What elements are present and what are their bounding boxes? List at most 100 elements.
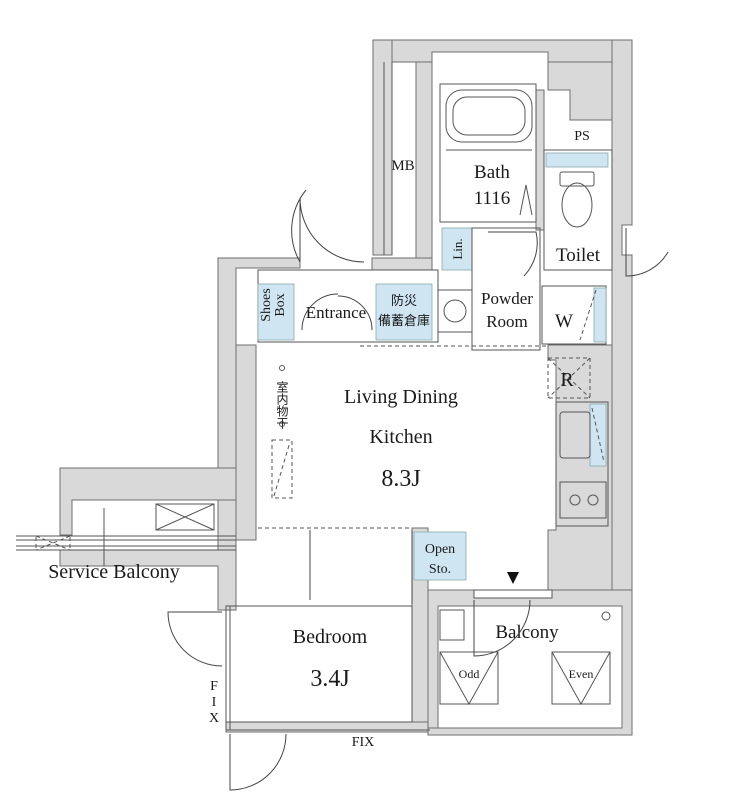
wall-service-balcony — [59, 467, 237, 536]
disaster-line2: 備蓄倉庫 — [378, 313, 430, 328]
kitchen-stove — [559, 481, 607, 519]
fix-side-2: I — [212, 695, 217, 710]
balcony-unit — [439, 609, 465, 641]
even-mark — [551, 651, 611, 706]
washer-dash — [579, 289, 597, 341]
ldk-line1: Living Dining — [344, 386, 458, 408]
kitchen-shelf-dash — [591, 407, 605, 463]
open-storage-box — [413, 531, 467, 581]
drain-icon — [601, 611, 611, 621]
fix-bottom: FIX — [352, 735, 375, 750]
balcony-sill — [473, 589, 553, 599]
kitchen-upper-shelf — [589, 403, 607, 467]
linen-box — [441, 227, 473, 271]
bedroom-room: Bedroom 3.4J F I X FIX — [167, 530, 430, 791]
washbasin-bowl — [443, 299, 467, 323]
fridge-diag-2 — [547, 357, 591, 399]
entrance-label: Entrance — [306, 303, 366, 322]
balcony-label: Balcony — [495, 622, 559, 643]
open-storage: Open Sto. — [413, 531, 467, 581]
service-balcony-label: Service Balcony — [48, 561, 180, 583]
bath-door-mark — [519, 184, 533, 216]
bathtub-inner — [452, 96, 526, 136]
fridge-space — [547, 357, 591, 399]
toilet-outline — [543, 149, 613, 271]
wall-ps — [547, 61, 613, 121]
outdoor-ac-unit — [155, 503, 215, 531]
entrance-door-left[interactable] — [291, 189, 307, 263]
powder-line1: Powder — [481, 289, 533, 308]
stove-burner-2 — [587, 494, 599, 506]
wall-bath-toilet — [535, 89, 545, 231]
shoes-line2: Box — [273, 293, 288, 316]
disaster-storage — [375, 283, 433, 341]
wall-right — [611, 39, 633, 601]
entrance-inner-door[interactable] — [301, 293, 373, 331]
bedroom-outline — [225, 605, 413, 723]
ps-label: PS — [574, 129, 590, 144]
wall-kitchen-right — [547, 344, 613, 591]
toilet-tank — [559, 171, 595, 187]
balcony-area: Balcony Odd Even — [439, 572, 611, 706]
bath-outline — [439, 83, 537, 223]
balcony-arrow — [507, 572, 519, 584]
toilet-bowl — [561, 182, 593, 228]
ldk-line2: Kitchen — [369, 426, 432, 448]
ldk-size: 8.3J — [381, 466, 420, 492]
fix-side-3: X — [209, 711, 219, 726]
bedroom-size: 3.4J — [310, 666, 349, 692]
bath-room: Bath 1116 — [439, 83, 537, 223]
wall-mb-right — [415, 61, 433, 271]
mb-shaft: MB — [383, 62, 415, 255]
open-storage-line1: Open — [425, 542, 455, 557]
kitchen-sink — [559, 411, 591, 459]
wall-mb-column — [372, 39, 393, 256]
entrance-area: Shoes Box Entrance 防災 備蓄倉庫 — [257, 189, 439, 343]
powder-door[interactable] — [488, 231, 538, 277]
stove-burner-1 — [569, 494, 581, 506]
washbasin — [437, 289, 473, 333]
mb-label: MB — [391, 158, 414, 174]
balcony-door[interactable] — [473, 599, 531, 657]
powder-room: Powder Room — [437, 227, 541, 351]
odd-label: Odd — [459, 667, 480, 681]
toilet-shelf — [545, 152, 609, 168]
odd-mark — [439, 651, 499, 706]
bath-size: 1116 — [474, 188, 511, 209]
bedroom-door[interactable] — [309, 530, 413, 604]
kitchen-fixtures: R — [547, 357, 609, 527]
dry-rod-diag — [273, 441, 291, 497]
wall-top — [372, 39, 633, 63]
bathtub — [445, 89, 533, 143]
wall-balcony-outer — [427, 589, 633, 736]
service-balcony-area: Service Balcony — [16, 503, 236, 583]
service-unit — [35, 535, 71, 551]
open-storage-line2: Sto. — [429, 562, 451, 577]
bedroom-window-door-bottom[interactable] — [229, 733, 287, 791]
kitchen-counter — [555, 401, 609, 527]
toilet-room: Toilet — [543, 149, 613, 271]
linen-closet: Lin. — [441, 227, 473, 271]
bath-name: Bath — [474, 162, 510, 183]
bedroom-window-door-left[interactable] — [167, 611, 223, 667]
toilet-door[interactable] — [625, 228, 669, 277]
even-label: Even — [569, 667, 594, 681]
disaster-line1: 防災 — [391, 293, 417, 308]
toilet-label: Toilet — [556, 245, 601, 266]
dry-hook-bottom — [279, 421, 285, 427]
wall-entrance-stub — [371, 257, 433, 271]
service-unit-diag-2 — [35, 535, 71, 551]
shoes-box — [257, 283, 295, 341]
entrance-door[interactable] — [299, 197, 365, 263]
fix-side-1: F — [210, 679, 218, 694]
service-unit-diag-1 — [35, 535, 71, 551]
dry-hook-top — [279, 365, 285, 371]
shoes-line1: Shoes — [259, 288, 274, 321]
washer-label: W — [555, 311, 573, 332]
indoor-dry-label: 室内物干 — [275, 380, 289, 429]
washer-space: W — [541, 285, 607, 345]
ldk-room: 室内物干 Living Dining Kitchen 8.3J — [258, 345, 548, 529]
washer-shelf — [593, 287, 607, 343]
dry-rod — [271, 439, 293, 499]
